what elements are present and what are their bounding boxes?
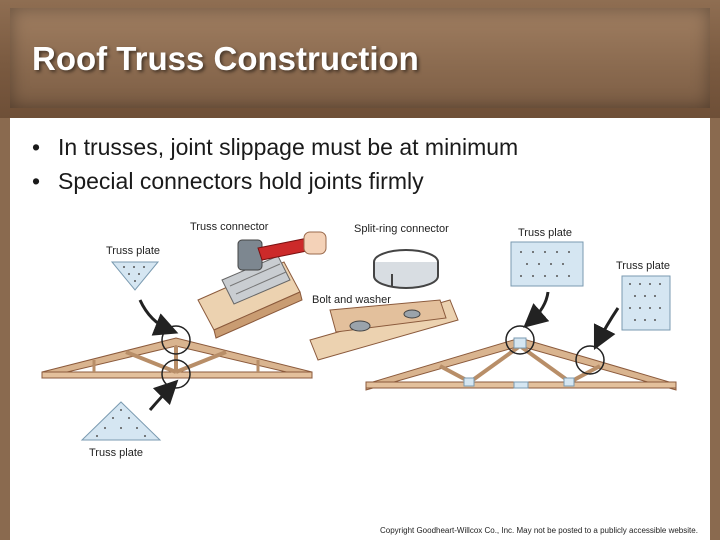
truss-plate-top-left	[110, 261, 160, 291]
truss-connector-illustration	[197, 231, 327, 339]
frame-right	[710, 118, 720, 540]
bolt-and-washer-illustration	[309, 299, 459, 361]
label-truss-plate-top-right-2: Truss plate	[616, 260, 670, 272]
label-truss-plate-top-left: Truss plate	[106, 245, 160, 257]
title-bar-panel	[10, 8, 710, 108]
copyright-notice: Copyright Goodheart-Willcox Co., Inc. Ma…	[380, 526, 698, 535]
truss-plate-top-right-2	[621, 275, 671, 331]
left-truss	[41, 325, 313, 389]
arrow	[523, 291, 550, 328]
label-bolt-and-washer: Bolt and washer	[312, 294, 391, 306]
title-bar	[0, 0, 720, 118]
label-truss-plate-bottom-left: Truss plate	[89, 447, 143, 459]
arrow	[593, 307, 620, 351]
bullet-text: Special connectors hold joints firmly	[58, 168, 424, 194]
bullet-text: In trusses, joint slippage must be at mi…	[58, 134, 519, 160]
slide-title: Roof Truss Construction	[32, 40, 419, 77]
right-truss	[365, 325, 677, 391]
split-ring-connector	[373, 249, 439, 289]
label-truss-connector: Truss connector	[190, 221, 269, 233]
bullet-item: • Special connectors hold joints firmly	[32, 164, 518, 198]
arrow	[138, 299, 179, 336]
arrow	[148, 379, 179, 411]
bullet-item: • In trusses, joint slippage must be at m…	[32, 130, 518, 164]
frame-left	[0, 118, 10, 540]
truss-plate-top-right-1	[510, 241, 584, 287]
label-split-ring-connector: Split-ring connector	[354, 223, 449, 235]
bullet-list: • In trusses, joint slippage must be at m…	[32, 130, 518, 198]
bullet-symbol: •	[32, 168, 41, 194]
label-truss-plate-top-right-1: Truss plate	[518, 227, 572, 239]
bullet-symbol: •	[32, 134, 41, 160]
truss-plate-bottom-left	[80, 401, 162, 441]
